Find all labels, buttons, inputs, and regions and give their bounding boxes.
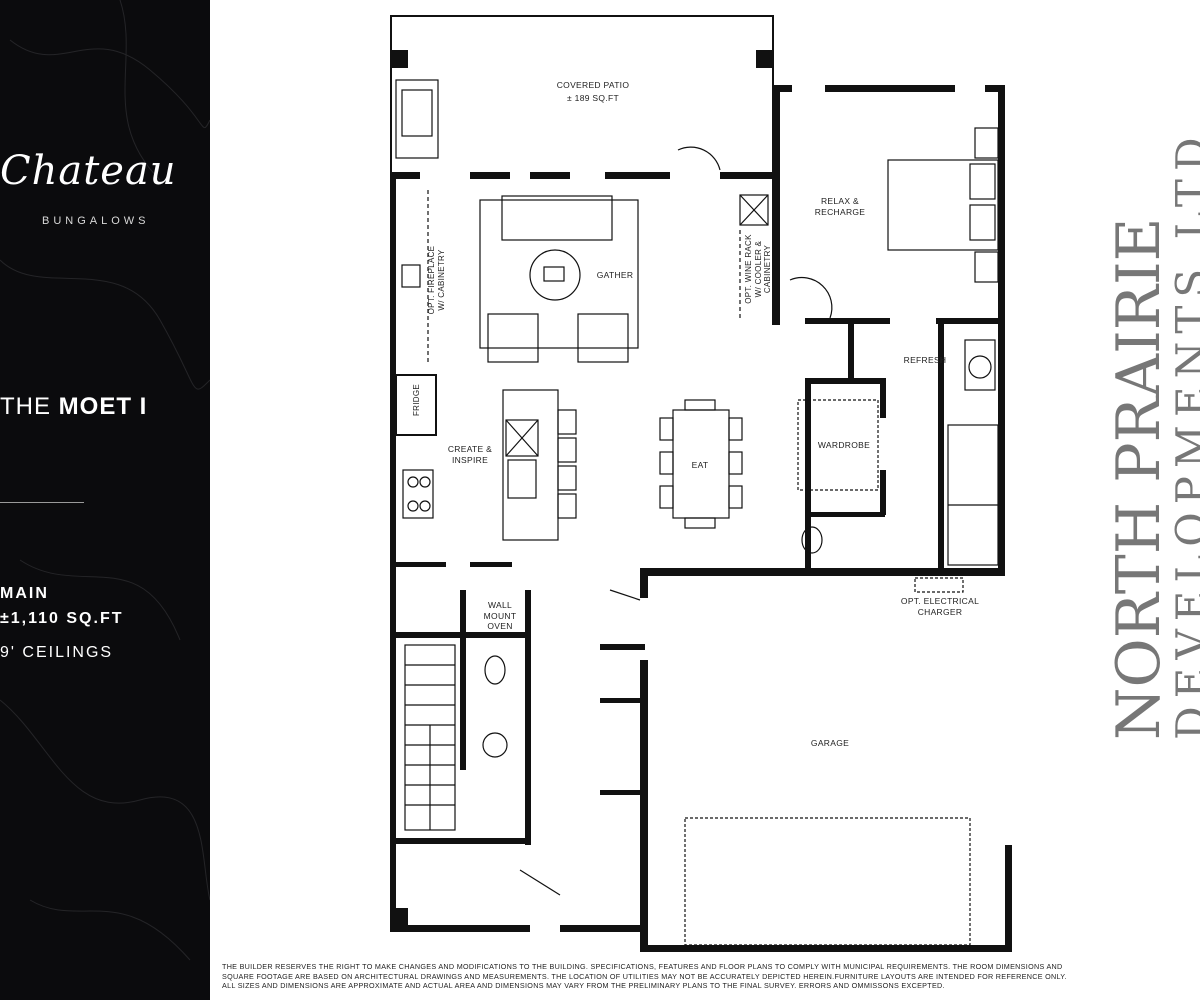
model-title: THE MOET I <box>0 393 147 421</box>
brand-script-logo: Chateau <box>0 148 177 194</box>
label-wall-mount-oven: WALL MOUNT OVEN <box>483 600 517 632</box>
walls <box>390 15 1012 952</box>
level-ceilings: 9' CEILINGS <box>0 644 114 661</box>
label-wardrobe: WARDROBE <box>817 440 871 450</box>
label-covered-patio: COVERED PATIO <box>556 80 630 90</box>
fixtures <box>395 79 999 946</box>
legal-disclaimer: THE BUILDER RESERVES THE RIGHT TO MAKE C… <box>222 962 1067 991</box>
level-area: ±1,110 SQ.FT <box>0 610 124 627</box>
brand-subtitle: BUNGALOWS <box>42 215 150 227</box>
label-relax-recharge: RELAX & RECHARGE <box>814 196 866 217</box>
label-opt-fireplace: OPT. FIREPLACE W/ CABINETRY <box>427 245 446 315</box>
developer-logo: NORTH PRAIRIE DEVELOPMENTS LTD. <box>1104 109 1200 740</box>
label-gather: GATHER <box>596 270 634 280</box>
label-create-inspire: CREATE & INSPIRE <box>447 444 493 465</box>
label-refresh: REFRESH <box>903 355 947 365</box>
label-eat: EAT <box>691 460 709 470</box>
label-opt-wine-rack: OPT. WINE RACK W/ COOLER & CABINETRY <box>744 234 773 304</box>
model-name: MOET I <box>58 393 148 420</box>
model-prefix: THE <box>0 393 51 420</box>
brand-panel: Chateau BUNGALOWS THE MOET I MAIN ±1,110… <box>0 0 210 1000</box>
label-garage: GARAGE <box>810 738 850 748</box>
marble-texture <box>0 0 210 961</box>
label-fridge: FRIDGE <box>412 383 421 417</box>
label-electrical-charger: OPT. ELECTRICAL CHARGER <box>900 596 980 617</box>
level-name: MAIN <box>0 585 49 602</box>
developer-name-line2: DEVELOPMENTS LTD. <box>1167 109 1200 740</box>
label-patio-area: ± 189 SQ.FT <box>567 93 619 103</box>
developer-name-line1: NORTH PRAIRIE <box>1104 217 1174 740</box>
divider <box>0 502 84 503</box>
